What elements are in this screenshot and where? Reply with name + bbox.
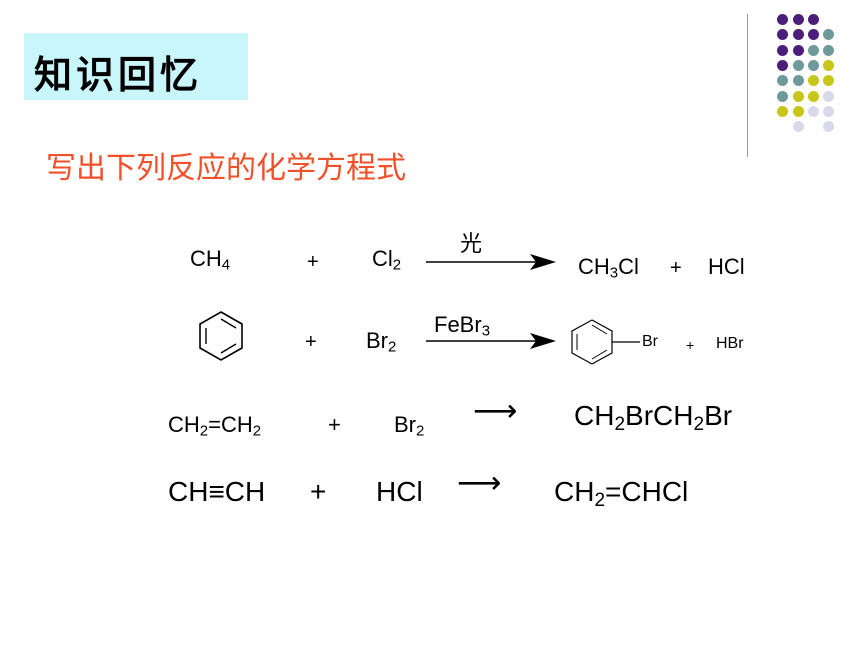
decorative-dot (823, 75, 835, 87)
decorative-dot (777, 105, 789, 117)
r4-plus: + (310, 476, 327, 507)
decorative-dot (823, 59, 835, 71)
r4-arrow: ⟶ (457, 465, 502, 501)
r4-reactant2: HCl (376, 476, 423, 507)
r1-arrow (426, 254, 556, 270)
r1-plus: + (307, 251, 319, 273)
decorative-dot (777, 90, 789, 102)
decorative-dot (807, 59, 819, 71)
r1-plus2: + (670, 257, 682, 279)
decorative-dot (777, 14, 789, 25)
r1-condition: 光 (460, 232, 483, 257)
decorative-dot (807, 14, 819, 25)
r4-reactant1: CH≡CH (168, 476, 266, 507)
decorative-dot (792, 90, 804, 102)
bromobenzene-ring-icon (571, 319, 640, 365)
decorative-dot (823, 44, 835, 56)
slide-title: 知识回忆 (34, 52, 203, 97)
decorative-dot (792, 75, 804, 87)
r3-plus: + (328, 412, 341, 437)
decorative-dot (823, 90, 835, 102)
r3-arrow: ⟶ (473, 393, 518, 429)
decorative-dot (823, 121, 835, 133)
decorative-dot (807, 75, 819, 87)
r2-arrow (426, 333, 556, 349)
r2-plus: + (305, 331, 317, 353)
r1-reactant2: Cl2 (372, 246, 402, 274)
decorative-dot (792, 105, 804, 117)
r2-reactant2: Br2 (366, 328, 397, 356)
slide-subtitle: 写出下列反应的化学方程式 (46, 151, 406, 186)
title-banner (24, 33, 248, 100)
decorative-dot (792, 59, 804, 71)
r2-plus2: + (686, 337, 695, 353)
r1-product2: HCl (708, 254, 745, 279)
decorative-dot (807, 90, 819, 102)
r2-product-br: Br (642, 333, 658, 350)
decorative-dot (777, 75, 789, 87)
decorative-dot (792, 121, 804, 133)
decorative-dot (777, 29, 789, 41)
decorative-dot (807, 105, 819, 117)
decorative-dot (792, 29, 804, 41)
r3-product: CH2BrCH2Br (574, 400, 733, 435)
r3-reactant2: Br2 (394, 412, 425, 440)
r4-product: CH2=CHCl (554, 476, 689, 511)
decorative-dot (777, 44, 789, 56)
decorative-dot (807, 44, 819, 56)
decorative-dot (777, 59, 789, 71)
decorative-dot (807, 29, 819, 41)
r1-product1: CH3Cl (578, 254, 639, 282)
benzene-ring-icon (199, 311, 243, 361)
r2-product2: HBr (716, 335, 744, 352)
r2-condition: FeBr3 (434, 312, 491, 340)
decorative-dot (792, 44, 804, 56)
decorative-divider (747, 14, 748, 157)
decorative-dot (792, 14, 804, 25)
r3-reactant1: CH2=CH2 (168, 412, 262, 440)
r1-reactant1: CH4 (190, 246, 231, 274)
decorative-dot (823, 29, 835, 41)
decorative-dot (823, 105, 835, 117)
